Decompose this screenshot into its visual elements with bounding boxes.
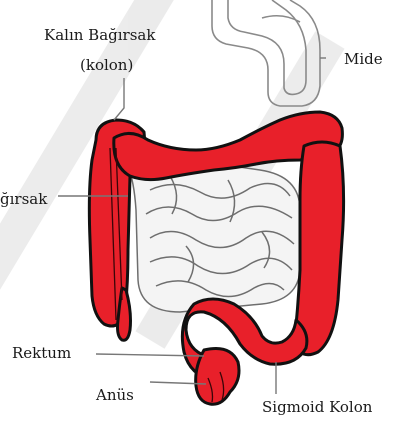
label-anus: Anüs (96, 386, 134, 404)
label-large-intestine-line2: (kolon) (80, 56, 133, 74)
label-large-intestine-line1: Kalın Bağırsak (44, 26, 155, 44)
label-small-intestine-partial: ğırsak (0, 190, 47, 208)
appendix (118, 288, 131, 340)
rectum-shape (196, 349, 239, 405)
descending-colon (294, 142, 344, 355)
label-sigmoid-colon: Sigmoid Kolon (262, 398, 372, 416)
label-stomach: Mide (344, 50, 383, 68)
label-rectum: Rektum (12, 344, 71, 362)
